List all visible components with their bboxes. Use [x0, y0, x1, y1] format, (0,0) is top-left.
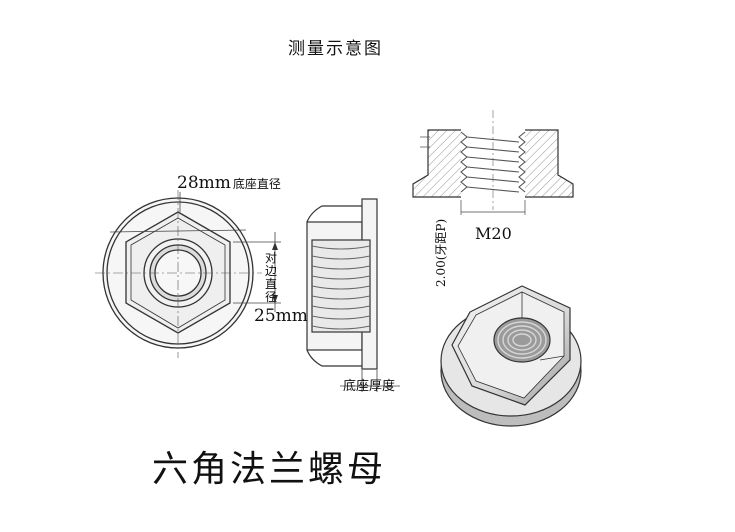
- base-thickness-label: 底座厚度: [343, 379, 396, 394]
- across-flats-value: 25mm: [254, 306, 308, 326]
- diagram-title: 测量示意图: [288, 39, 383, 59]
- front-view: [95, 190, 281, 358]
- flange-diameter-value: 28mm: [177, 173, 231, 193]
- product-name: 六角法兰螺母: [152, 449, 387, 490]
- flange-diameter-text: 底座直径: [232, 177, 281, 191]
- across-flats-text: 对边直径: [264, 251, 277, 304]
- perspective-view: [440, 285, 582, 427]
- thread-size-label: M20: [475, 224, 512, 243]
- section-view: [412, 110, 574, 215]
- side-view: [306, 198, 400, 392]
- pitch-label: 2.00(牙距P): [434, 218, 448, 287]
